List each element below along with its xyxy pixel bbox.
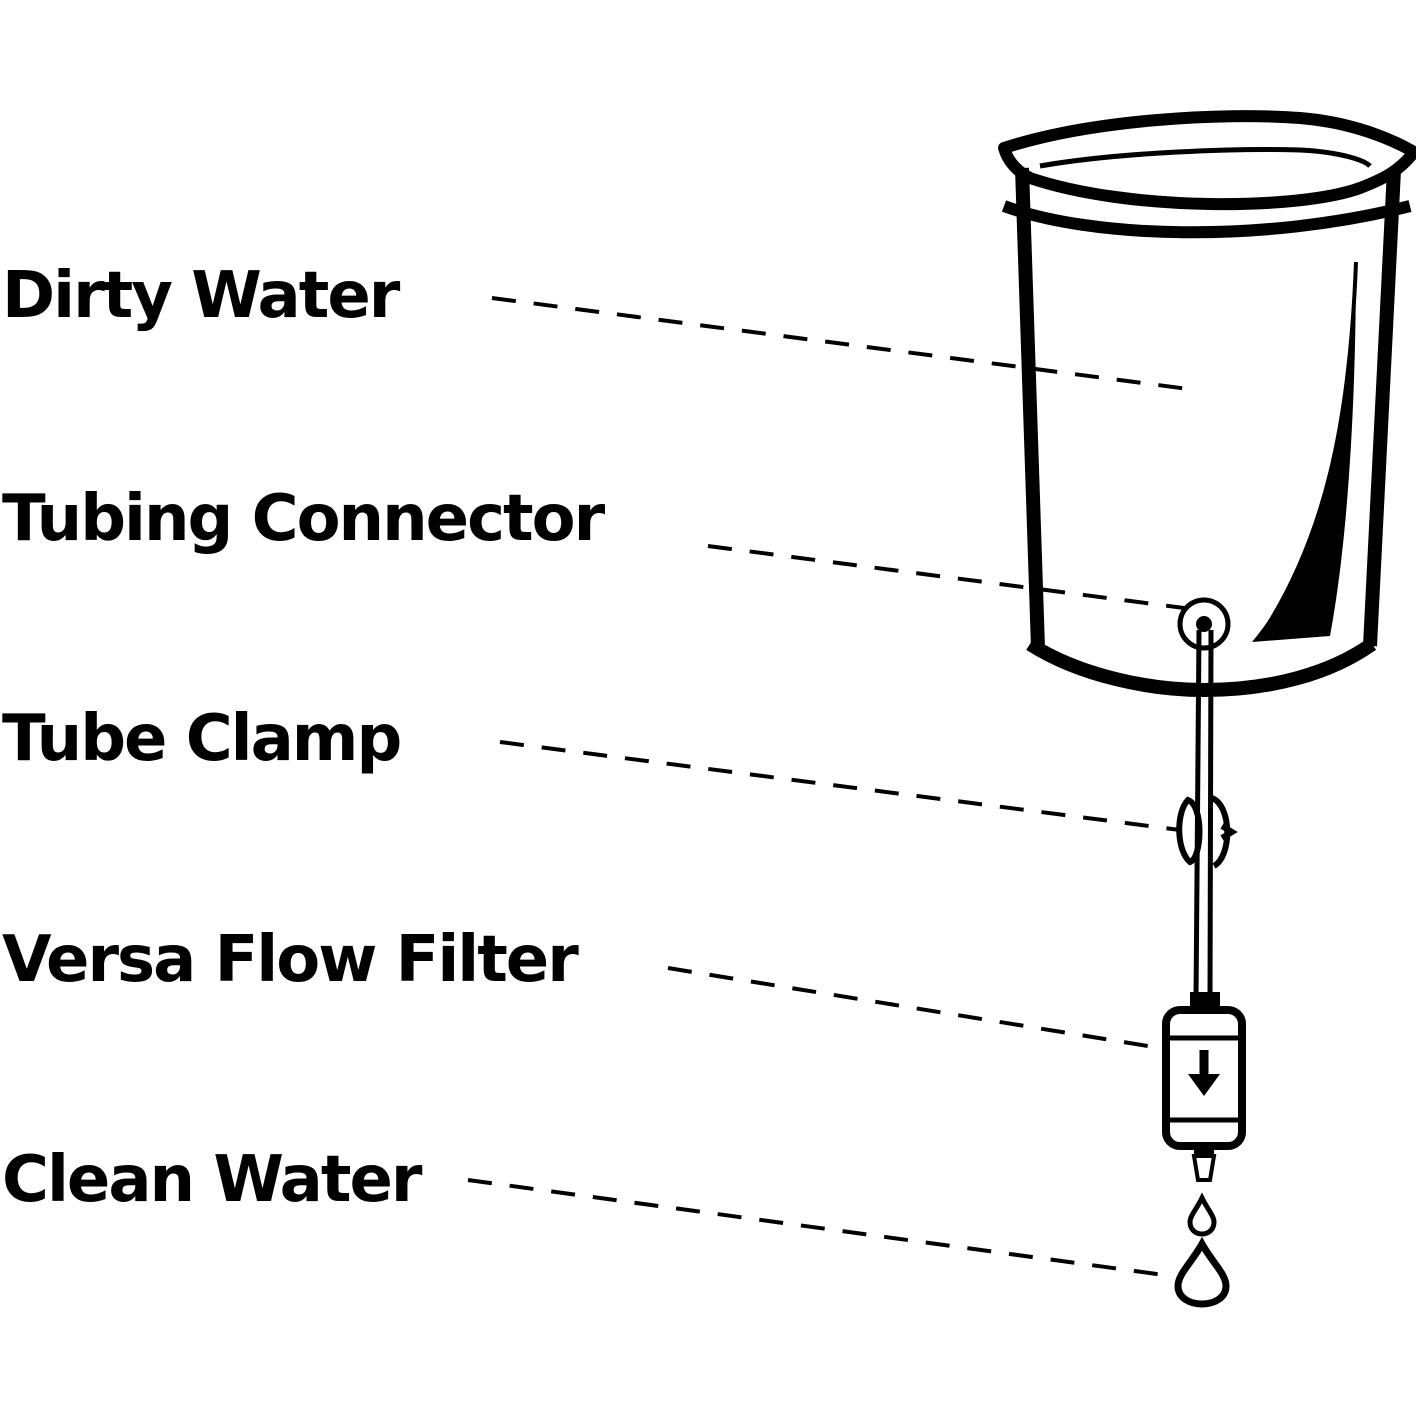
label-clean-water: Clean Water [2,1143,422,1217]
label-tube-clamp: Tube Clamp [2,702,402,776]
tubing-connector-icon [1177,597,1231,651]
label-versa-flow-filter: Versa Flow Filter [2,923,579,997]
leader-versa-flow-filter [667,966,1161,1050]
filter-icon [1162,992,1246,1182]
water-drops-icon [1174,1192,1230,1308]
label-tubing-connector: Tubing Connector [2,482,605,556]
leader-dirty-water [491,296,1197,392]
leader-tubing-connector [707,544,1185,610]
leader-tube-clamp [499,740,1181,832]
leader-clean-water [467,1178,1165,1277]
tube-clamp-icon [1176,795,1238,869]
bucket-shadow-icon [1252,262,1356,642]
label-dirty-water: Dirty Water [2,259,400,333]
